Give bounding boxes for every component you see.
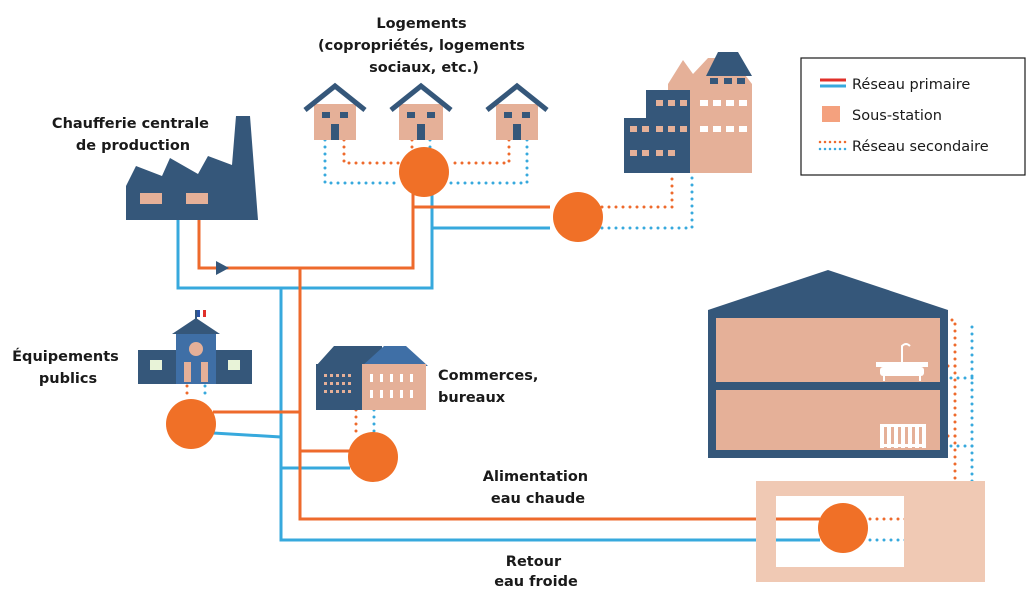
primary-network-cold [176, 180, 820, 542]
apartment-building-icon [624, 52, 752, 173]
legend: Réseau primaire Sous-station Réseau seco… [800, 57, 1026, 176]
flag-icon [195, 310, 206, 320]
house-icon [485, 82, 549, 140]
substation-public [166, 399, 216, 449]
legend-secondary [818, 140, 848, 151]
factory-icon [126, 116, 258, 220]
substation-apartments [553, 192, 603, 242]
substation-housing [399, 147, 449, 197]
svg-text:Réseau primaire: Réseau primaire [852, 77, 970, 93]
plant-label: Chaufferie centrale de production [52, 116, 214, 154]
house-icon [303, 82, 367, 140]
substation-room [756, 481, 985, 582]
legend-primary: Réseau primaire [820, 77, 970, 93]
housing-label: Logements (copropriétés, logements socia… [318, 16, 530, 76]
legend-secondary-label: Réseau secondaire [852, 139, 989, 155]
house-section [708, 270, 948, 458]
town-hall-icon [138, 310, 252, 384]
substation-house [818, 503, 868, 553]
substation-offices [348, 432, 398, 482]
bathtub-icon [876, 343, 928, 381]
public-label: Équipements publics [12, 348, 124, 387]
substations [166, 147, 868, 553]
shops-label: Commerces, bureaux [438, 368, 543, 406]
legend-substation: Sous-station [822, 106, 942, 124]
flow-direction-arrow [216, 261, 229, 275]
house-icon [389, 82, 453, 140]
svg-text:Sous-station: Sous-station [852, 108, 942, 124]
hot-supply-label: Alimentation eau chaude [483, 469, 593, 507]
cold-return-label: Retour eau froide [494, 554, 578, 589]
primary-network-hot [197, 178, 820, 521]
office-building-icon [316, 346, 428, 410]
radiator-icon [880, 424, 926, 448]
